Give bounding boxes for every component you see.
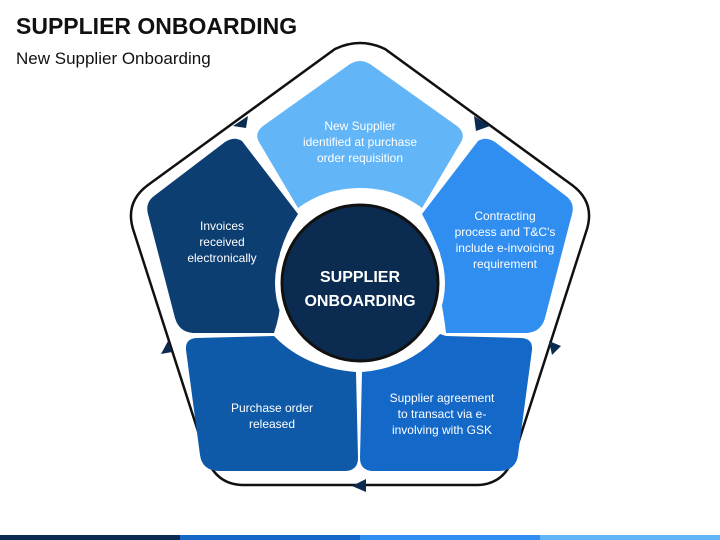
- segment-right: [422, 138, 573, 333]
- segment-bottom-left-text: Purchase order released: [230, 401, 314, 431]
- center-label-line2: ONBOARDING: [304, 293, 416, 310]
- segment-left-text: Invoices received electronically: [187, 219, 257, 265]
- arrowhead-top-left-icon: [233, 116, 248, 128]
- segment-bottom-right: [360, 334, 533, 471]
- arrowhead-right-icon: [549, 341, 561, 355]
- arrowhead-left-icon: [161, 341, 172, 354]
- bottom-bar-segment: [0, 535, 180, 540]
- segment-right-text: Contracting process and T&C's include e-…: [454, 209, 556, 271]
- arrowhead-top-right-icon: [474, 116, 490, 131]
- cycle-outline: [129, 41, 591, 487]
- center-label-line1: SUPPLIER: [319, 269, 400, 286]
- segment-top-text: New Supplier identified at purchase orde…: [302, 119, 418, 165]
- bottom-color-bar: [0, 535, 720, 540]
- segment-left: [147, 138, 298, 333]
- slide-title: SUPPLIER ONBOARDING: [16, 13, 298, 39]
- center-label: SUPPLIER ONBOARDING: [290, 266, 430, 314]
- center-hub: [280, 203, 440, 363]
- segment-top: [257, 61, 463, 208]
- bottom-bar-segment: [360, 535, 540, 540]
- slide-subtitle: New Supplier Onboarding: [16, 49, 211, 68]
- bottom-bar-segment: [540, 535, 720, 540]
- bottom-bar-segment: [180, 535, 360, 540]
- segment-bottom-left: [185, 336, 358, 471]
- arrowhead-bottom-icon: [352, 479, 366, 492]
- segment-bottom-right-text: Supplier agreement to transact via e-inv…: [389, 391, 495, 437]
